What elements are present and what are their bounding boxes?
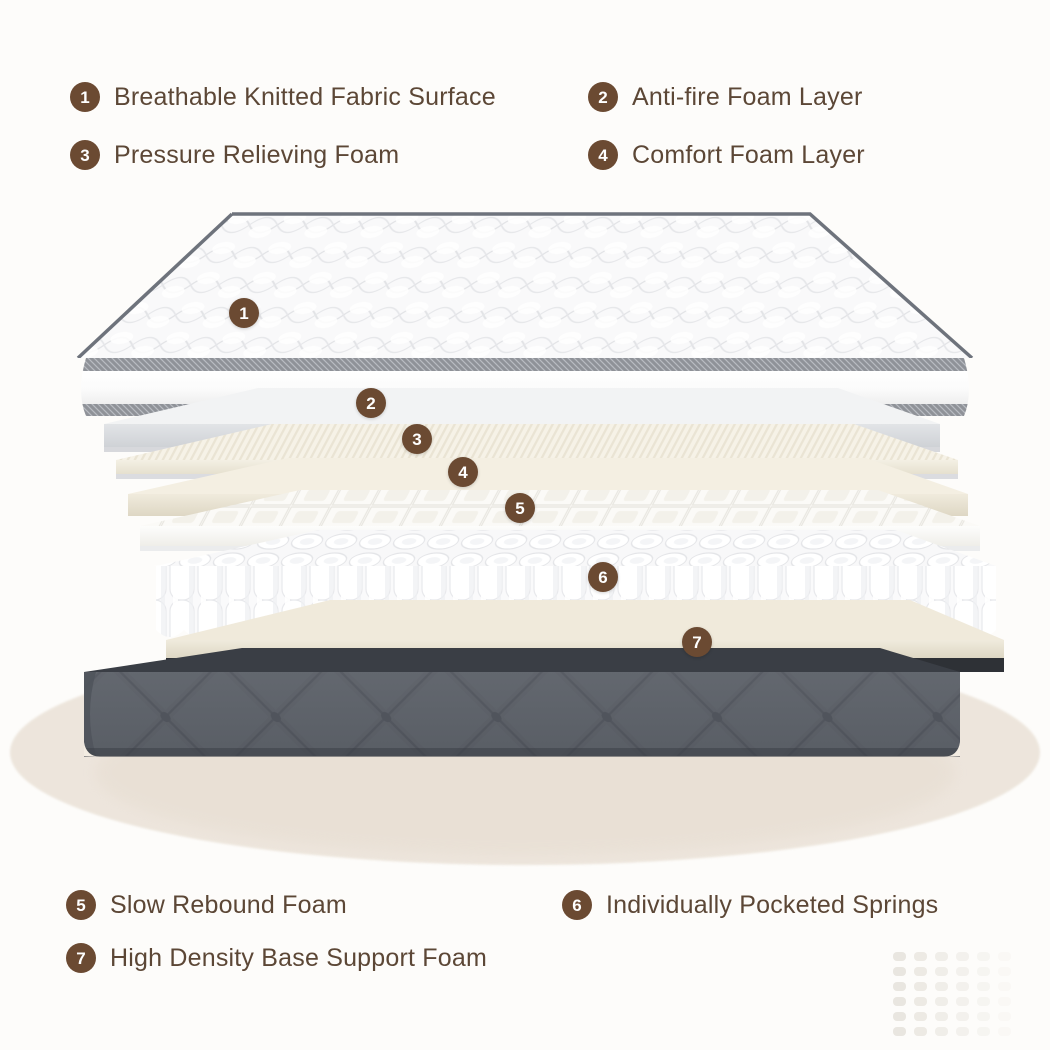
legend-badge-4: 4: [588, 140, 618, 170]
dot-grid-dot: [977, 1012, 990, 1021]
legend-badge-2: 2: [588, 82, 618, 112]
dot-grid-dot: [956, 982, 969, 991]
dot-grid-dot: [935, 1012, 948, 1021]
dot-grid-dot: [977, 967, 990, 976]
dot-grid-dot: [956, 1012, 969, 1021]
dot-grid-dot: [956, 1027, 969, 1036]
dot-grid-dot: [935, 1027, 948, 1036]
legend-item-4: 4 Comfort Foam Layer: [588, 140, 865, 170]
legend-label-4: Comfort Foam Layer: [632, 140, 865, 169]
dot-grid-dot: [977, 1027, 990, 1036]
callout-badge-5: 5: [505, 493, 535, 523]
dot-grid-dot: [914, 952, 927, 961]
dot-grid-dot: [998, 1012, 1011, 1021]
dot-grid-dot: [935, 967, 948, 976]
dot-grid-dot: [935, 997, 948, 1006]
legend-badge-5: 5: [66, 890, 96, 920]
legend-badge-3: 3: [70, 140, 100, 170]
dot-grid-dot: [914, 982, 927, 991]
dot-grid-dot: [956, 997, 969, 1006]
dot-grid-dot: [956, 967, 969, 976]
legend-item-7: 7 High Density Base Support Foam: [66, 943, 487, 973]
dot-grid-dot: [914, 1027, 927, 1036]
dot-grid-dot: [914, 967, 927, 976]
dot-grid-dot: [977, 982, 990, 991]
legend-label-3: Pressure Relieving Foam: [114, 140, 400, 169]
legend-item-3: 3 Pressure Relieving Foam: [70, 140, 399, 170]
layer-1-knitted-fabric-surface: [76, 212, 974, 416]
legend-badge-1: 1: [70, 82, 100, 112]
callout-badge-6: 6: [588, 562, 618, 592]
legend-label-5: Slow Rebound Foam: [110, 890, 347, 919]
dot-grid-dot: [893, 952, 906, 961]
dot-grid-dot: [893, 982, 906, 991]
dot-grid-dot: [998, 952, 1011, 961]
legend-label-7: High Density Base Support Foam: [110, 943, 488, 972]
callout-badge-4: 4: [448, 457, 478, 487]
decorative-dot-grid: [893, 952, 1043, 1044]
legend-label-2: Anti-fire Foam Layer: [632, 82, 863, 111]
mattress-base-quilted-fabric: [84, 648, 960, 757]
legend-item-6: 6 Individually Pocketed Springs: [562, 890, 938, 920]
legend-item-5: 5 Slow Rebound Foam: [66, 890, 347, 920]
callout-badge-3: 3: [402, 424, 432, 454]
callout-badge-1: 1: [229, 298, 259, 328]
dot-grid-dot: [935, 952, 948, 961]
legend-label-1: Breathable Knitted Fabric Surface: [114, 82, 496, 111]
legend-item-1: 1 Breathable Knitted Fabric Surface: [70, 82, 496, 112]
dot-grid-dot: [998, 997, 1011, 1006]
dot-grid-dot: [893, 1012, 906, 1021]
dot-grid-dot: [893, 967, 906, 976]
legend-badge-7: 7: [66, 943, 96, 973]
dot-grid-dot: [998, 982, 1011, 991]
legend-item-2: 2 Anti-fire Foam Layer: [588, 82, 862, 112]
dot-grid-dot: [893, 1027, 906, 1036]
callout-badge-2: 2: [356, 388, 386, 418]
legend-label-6: Individually Pocketed Springs: [606, 890, 939, 919]
callout-badge-7: 7: [682, 627, 712, 657]
dot-grid-dot: [914, 997, 927, 1006]
dot-grid-dot: [935, 982, 948, 991]
dot-grid-dot: [977, 997, 990, 1006]
dot-grid-dot: [893, 997, 906, 1006]
dot-grid-dot: [977, 952, 990, 961]
dot-grid-dot: [998, 967, 1011, 976]
legend-badge-6: 6: [562, 890, 592, 920]
dot-grid-dot: [914, 1012, 927, 1021]
dot-grid-dot: [998, 1027, 1011, 1036]
dot-grid-dot: [956, 952, 969, 961]
